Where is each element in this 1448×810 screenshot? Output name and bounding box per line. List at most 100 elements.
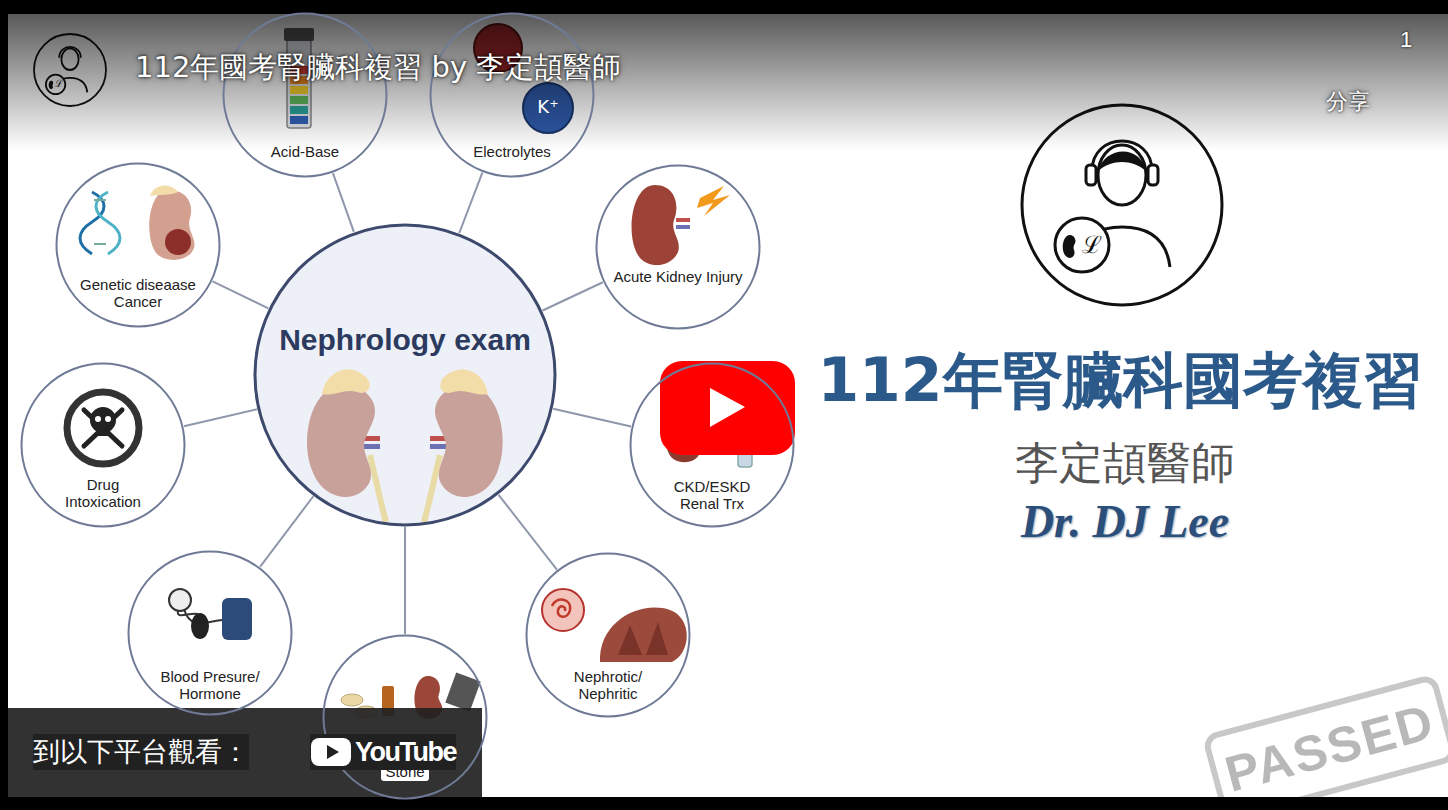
glomerulus-icon (600, 608, 687, 662)
channel-logo (1098, 145, 1146, 205)
glomerulus-icon (618, 622, 668, 655)
kidney-right (430, 436, 446, 441)
circle-outline (224, 14, 387, 177)
skull-icon (105, 416, 111, 422)
headline: 112年腎臟科國考複習 (800, 345, 1440, 415)
circle-outline (431, 14, 594, 177)
watch-on-panel (8, 708, 482, 797)
dna-tumor-icon (80, 186, 195, 260)
channel-logo (1055, 218, 1109, 272)
dna-tumor-icon (165, 229, 191, 255)
ion-symbol: K⁺ (523, 96, 573, 118)
kidney-right (435, 385, 503, 497)
play-button (660, 361, 795, 455)
injured-kidney-icon (632, 185, 679, 265)
channel-logo (1063, 235, 1076, 258)
topic-circle: Genetic diseaase Cancer (55, 162, 221, 328)
logo-letter: ℒ (52, 77, 66, 91)
topic-circle: Acute Kidney Injury (595, 164, 761, 330)
topic-label: Acute Kidney Injury (613, 268, 742, 285)
circle-outline (595, 164, 761, 330)
presenter-name: 李定頡醫師 (905, 436, 1345, 490)
dna-tumor-icon (150, 186, 178, 196)
passed-stamp (1205, 677, 1448, 810)
share-label: 分享 (1326, 88, 1370, 116)
youtube-icon (310, 737, 352, 767)
youtube-wordmark: YouTube (355, 734, 456, 770)
topic-label: Electrolytes (473, 143, 551, 160)
glomerulus-icon (542, 589, 687, 662)
sphygmomanometer-icon (191, 613, 209, 639)
sphygmomanometer-icon (222, 598, 252, 640)
skull-icon (67, 392, 139, 464)
connector-line (260, 496, 313, 567)
circle-outline (129, 552, 292, 715)
dna-tumor-icon (94, 199, 106, 201)
title-fade (0, 0, 1448, 150)
injured-kidney-icon (632, 185, 730, 265)
topic-label: Acid-Base (271, 143, 339, 160)
channel-logo (1098, 151, 1146, 171)
connector-line (404, 527, 406, 634)
dna-tumor-icon (94, 243, 106, 245)
hub-title: Nephrology exam (279, 322, 531, 358)
connector-line (333, 173, 354, 232)
stone-icon (341, 694, 363, 706)
topic-circle: Blood Presure/ Hormone (127, 550, 293, 716)
watch-on-text: 到以下平台觀看： (33, 734, 249, 770)
injured-kidney-icon (676, 218, 690, 222)
circle-outline (57, 164, 220, 327)
circle-outline (324, 636, 487, 799)
frame-bar (0, 0, 8, 810)
skull-icon (96, 428, 110, 436)
glomerulus-icon (552, 600, 570, 617)
hub-circle: Nephrology exam (253, 223, 557, 527)
kidney-left (370, 455, 386, 522)
topic-circle: CKD/ESKD Renal Trx (629, 362, 795, 528)
connector-line (499, 495, 557, 570)
topic-circle: Drug Intoxication (20, 362, 186, 528)
circle-outline (253, 223, 557, 527)
logo-letter: ℒ (1077, 230, 1107, 260)
kidney-right (424, 455, 440, 522)
connector-line (184, 409, 257, 426)
youtube-icon (311, 738, 351, 766)
topic-circle: Stone (322, 634, 488, 800)
presenter-signature: Dr. DJ Lee (905, 494, 1345, 550)
circle-outline (22, 364, 185, 527)
topic-label: Blood Presure/ Hormone (148, 668, 273, 703)
kidney-left (307, 385, 375, 497)
circle-outline (255, 225, 555, 525)
play-button (660, 361, 795, 455)
injured-kidney-icon (676, 225, 690, 229)
connector-line (543, 282, 603, 310)
topic-circle: Acid-Base (222, 12, 388, 178)
topic-circle: Nephrotic/ Nephritic (525, 552, 691, 718)
kidney-right (430, 444, 446, 449)
frame-bar (0, 0, 1448, 14)
connector-line (459, 173, 482, 233)
kidney-right (440, 369, 488, 394)
dna-tumor-icon (149, 190, 194, 260)
injured-kidney-icon (697, 186, 730, 216)
connector-line (553, 409, 631, 427)
circle-outline (631, 364, 794, 527)
play-button (710, 388, 745, 427)
skull-icon (95, 416, 101, 422)
channel-logo (1148, 165, 1158, 185)
topic-label: Nephrotic/ Nephritic (556, 668, 661, 703)
topic-circle: Electrolytes (429, 12, 595, 178)
topic-label: CKD/ESKD Renal Trx (665, 478, 760, 513)
share-count: 1 (1400, 26, 1412, 54)
circle-outline (527, 554, 690, 717)
skull-icon (67, 392, 139, 464)
connector-line (213, 281, 269, 308)
video-title: 112年國考腎臟科複習 by 李定頡醫師 (135, 48, 621, 88)
glomerulus-icon (542, 589, 584, 631)
kidney-left (322, 369, 370, 394)
passed-stamp (1205, 677, 1448, 810)
circle-outline (597, 166, 760, 329)
kidney-left (364, 436, 380, 441)
channel-logo (1086, 165, 1096, 185)
